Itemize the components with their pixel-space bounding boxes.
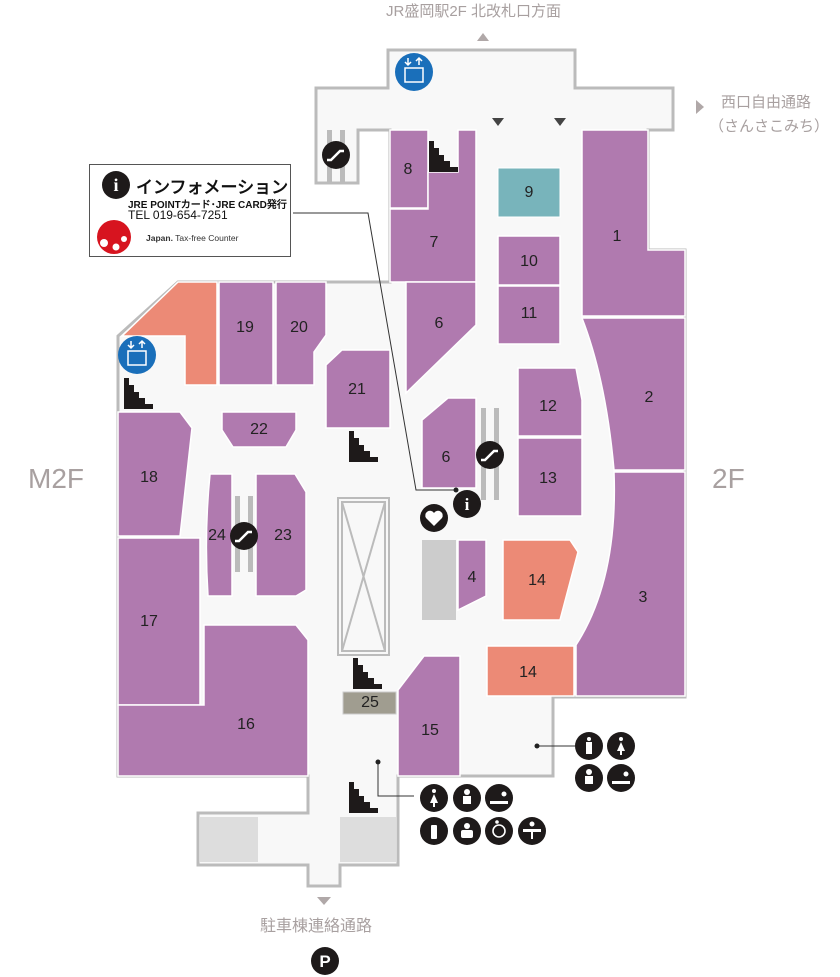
svg-text:P: P [319, 952, 330, 971]
svg-text:1: 1 [613, 228, 622, 245]
shop-24[interactable]: 24 [205, 473, 233, 597]
shop-25[interactable]: 25 [342, 691, 397, 715]
north-direction-label: JR盛岡駅2F 北改札口方面 [386, 3, 562, 20]
south-direction-label: 駐車棟連絡通路 [260, 918, 373, 935]
shop-23[interactable]: 23 [255, 473, 307, 597]
elevator-icon [395, 53, 433, 91]
shop-1[interactable]: 1 [581, 129, 686, 317]
diaper-change-icon [607, 764, 635, 792]
svg-text:20: 20 [290, 319, 308, 336]
shop-8[interactable]: 8 [389, 129, 429, 209]
stairs-icon [349, 431, 378, 462]
svg-text:4: 4 [468, 569, 477, 586]
svg-text:23: 23 [274, 527, 292, 544]
information-subtitle: JRE POINTカード･JRE CARD発行 [128, 200, 287, 211]
shop-17[interactable]: 17 [117, 537, 201, 706]
svg-text:22: 22 [250, 421, 268, 438]
aed-icon [420, 504, 448, 532]
shop-19[interactable]: 19 [218, 281, 274, 386]
stairs-icon [124, 378, 153, 409]
shop-21[interactable]: 21 [325, 349, 391, 429]
svg-text:14: 14 [528, 572, 546, 589]
shop-18[interactable]: 18 [117, 411, 193, 537]
svg-text:13: 13 [539, 470, 557, 487]
svg-text:21: 21 [348, 381, 366, 398]
stairs-icon [349, 782, 378, 813]
elevator-icon [118, 336, 156, 374]
entrance-arrow-icon [492, 118, 504, 126]
information-callout: i インフォメーション JRE POINTカード･JRE CARD発行 TEL … [89, 164, 291, 257]
svg-text:16: 16 [237, 716, 255, 733]
restroom-leader-line [377, 762, 414, 797]
svg-text:i: i [465, 495, 470, 514]
north-arrow-icon [477, 33, 489, 41]
svg-text:14: 14 [519, 664, 537, 681]
west-direction-label: 西口自由通路 [721, 94, 812, 111]
info-leader-line [293, 212, 456, 491]
shop-11[interactable]: 11 [497, 285, 561, 345]
west-direction-sublabel: （さんさこみち） [709, 118, 830, 135]
shop-6-lower[interactable]: 6 [421, 397, 477, 489]
svg-text:6: 6 [435, 315, 444, 332]
tax-free-counter-label: Japan. Tax-free Counter [146, 233, 239, 243]
shop-22[interactable]: 22 [221, 411, 297, 448]
shop-2[interactable]: 2 [580, 317, 686, 471]
atrium-void [337, 497, 390, 656]
parking-icon: P [311, 947, 339, 975]
floor-label-m2f: M2F [28, 463, 84, 494]
information-title: インフォメーション [136, 178, 289, 197]
information-phone: TEL 019-654-7251 [128, 208, 228, 222]
west-arrow-icon [696, 100, 704, 114]
information-icon: i [102, 171, 130, 199]
shop-10[interactable]: 10 [497, 235, 561, 286]
svg-text:15: 15 [421, 722, 439, 739]
shop-13[interactable]: 13 [517, 437, 583, 517]
svg-text:17: 17 [140, 613, 158, 630]
svg-text:i: i [113, 175, 118, 195]
closed-area [422, 540, 456, 620]
information-icon[interactable]: i [453, 490, 481, 518]
stairs-icon [429, 141, 458, 172]
south-arrow-icon [317, 897, 331, 905]
highlight-area [120, 281, 218, 386]
svg-text:24: 24 [208, 527, 226, 544]
shop-14-lower[interactable]: 14 [486, 645, 575, 697]
tax-free-logo-icon [97, 220, 131, 254]
shop-14-upper[interactable]: 14 [502, 539, 579, 621]
service-area [200, 817, 258, 862]
wheelchair-icon [485, 817, 513, 845]
floor-label-2f: 2F [712, 463, 745, 494]
service-area [340, 817, 396, 862]
escalator-icon [322, 141, 350, 169]
entrance-arrow-icon [554, 118, 566, 126]
shop-16[interactable]: 16 [117, 624, 309, 777]
svg-text:10: 10 [520, 253, 538, 270]
shop-20[interactable]: 20 [275, 281, 327, 386]
svg-text:18: 18 [140, 469, 158, 486]
shop-9[interactable]: 9 [497, 167, 561, 218]
svg-text:2: 2 [645, 389, 654, 406]
shop-12[interactable]: 12 [517, 367, 583, 437]
shop-3[interactable]: 3 [575, 471, 686, 697]
escalator-icon [476, 441, 504, 469]
escalator-icon [230, 522, 258, 550]
shop-4[interactable]: 4 [457, 539, 487, 612]
svg-text:3: 3 [639, 589, 648, 606]
svg-text:6: 6 [442, 449, 451, 466]
svg-text:25: 25 [361, 694, 379, 711]
svg-text:7: 7 [430, 234, 439, 251]
shop-6-upper[interactable]: 6 [405, 281, 477, 395]
svg-text:9: 9 [525, 184, 534, 201]
svg-text:11: 11 [521, 305, 538, 322]
stairs-icon [353, 658, 382, 689]
diaper-change-icon [485, 784, 513, 812]
svg-text:12: 12 [539, 398, 557, 415]
shop-15[interactable]: 15 [397, 655, 461, 777]
svg-text:19: 19 [236, 319, 254, 336]
svg-text:8: 8 [404, 161, 413, 178]
